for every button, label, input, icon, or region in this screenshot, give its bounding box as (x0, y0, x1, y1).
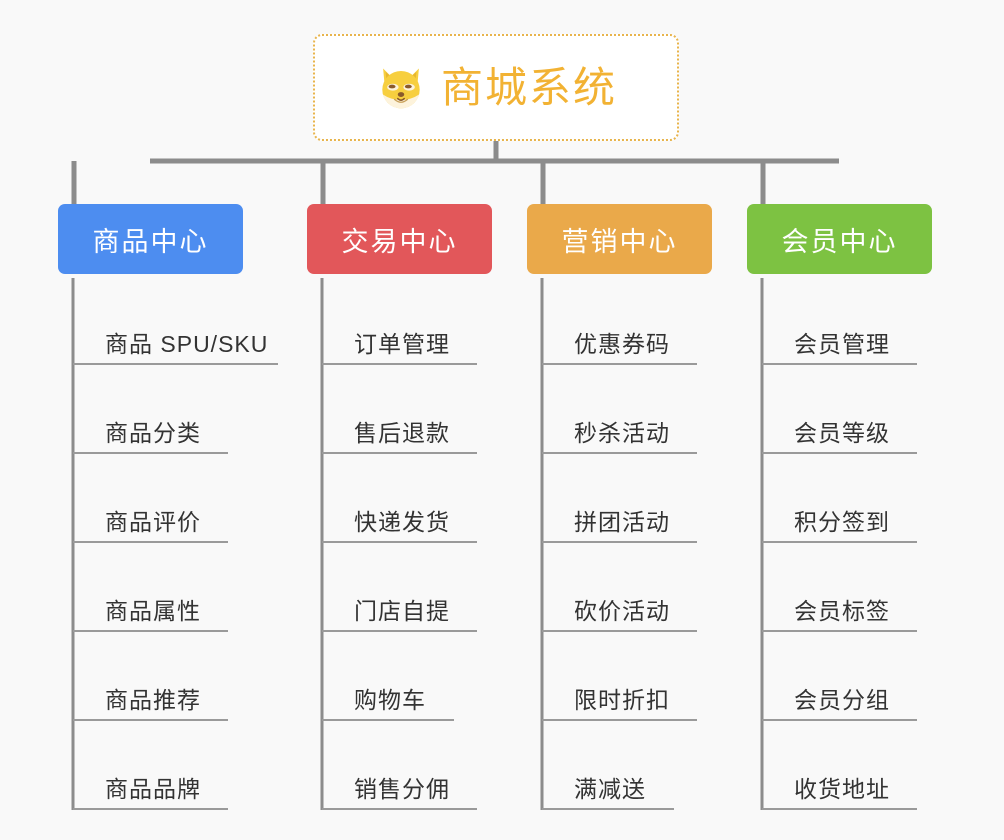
root-node-shop-system[interactable]: 商城系统 (313, 34, 679, 141)
sub-item-product-center-2[interactable]: 商品分类 (73, 408, 228, 454)
sub-item-label: 商品推荐 (105, 687, 201, 713)
sub-item-trade-center-6[interactable]: 销售分佣 (322, 764, 477, 810)
sub-item-member-center-3[interactable]: 积分签到 (762, 497, 917, 543)
sub-item-label: 拼团活动 (574, 509, 670, 535)
sub-item-member-center-4[interactable]: 会员标签 (762, 586, 917, 632)
shiba-dog-emoji-icon (382, 68, 420, 110)
sub-item-label: 售后退款 (354, 420, 450, 446)
sub-item-label: 商品评价 (105, 509, 201, 535)
category-header-label: 营销中心 (561, 226, 678, 257)
sub-item-member-center-2[interactable]: 会员等级 (762, 408, 917, 454)
sub-item-trade-center-5[interactable]: 购物车 (322, 675, 454, 721)
sub-item-product-center-5[interactable]: 商品推荐 (73, 675, 228, 721)
sub-item-marketing-center-2[interactable]: 秒杀活动 (542, 408, 697, 454)
category-header-label: 交易中心 (341, 226, 458, 257)
sub-item-label: 购物车 (354, 687, 426, 713)
sub-item-label: 满减送 (574, 776, 646, 802)
sub-item-label: 积分签到 (794, 509, 890, 535)
category-header-label: 商品中心 (92, 226, 209, 257)
sub-item-label: 会员分组 (794, 687, 890, 713)
sub-item-label: 优惠券码 (574, 331, 670, 357)
sub-item-label: 会员管理 (794, 331, 890, 357)
sub-item-label: 商品品牌 (105, 776, 201, 802)
sub-item-marketing-center-4[interactable]: 砍价活动 (542, 586, 697, 632)
category-header-product-center[interactable]: 商品中心 (58, 204, 243, 274)
sub-item-label: 限时折扣 (574, 687, 670, 713)
sub-item-label: 会员标签 (794, 598, 890, 624)
sub-item-label: 订单管理 (354, 331, 450, 357)
category-header-marketing-center[interactable]: 营销中心 (527, 204, 712, 274)
sub-item-member-center-5[interactable]: 会员分组 (762, 675, 917, 721)
sub-item-trade-center-2[interactable]: 售后退款 (322, 408, 477, 454)
sub-item-label: 秒杀活动 (574, 420, 670, 446)
sub-item-label: 商品属性 (105, 598, 201, 624)
root-title: 商城系统 (440, 63, 617, 111)
sub-item-member-center-6[interactable]: 收货地址 (762, 764, 917, 810)
sub-item-label: 会员等级 (794, 420, 890, 446)
sub-item-trade-center-4[interactable]: 门店自提 (322, 586, 477, 632)
sub-item-trade-center-3[interactable]: 快递发货 (322, 497, 477, 543)
category-header-member-center[interactable]: 会员中心 (747, 204, 932, 274)
sub-item-label: 销售分佣 (354, 776, 450, 802)
sub-item-trade-center-1[interactable]: 订单管理 (322, 319, 477, 365)
category-header-trade-center[interactable]: 交易中心 (307, 204, 492, 274)
sub-item-member-center-1[interactable]: 会员管理 (762, 319, 917, 365)
sub-item-label: 门店自提 (354, 598, 450, 624)
sub-item-label: 收货地址 (794, 776, 890, 802)
sub-item-label: 商品分类 (105, 420, 201, 446)
sub-item-product-center-3[interactable]: 商品评价 (73, 497, 228, 543)
sub-item-product-center-1[interactable]: 商品 SPU/SKU (73, 319, 278, 365)
sub-item-label: 商品 SPU/SKU (105, 331, 269, 357)
sub-item-label: 快递发货 (354, 509, 450, 535)
sub-item-marketing-center-6[interactable]: 满减送 (542, 764, 674, 810)
sub-item-product-center-6[interactable]: 商品品牌 (73, 764, 228, 810)
sub-item-product-center-4[interactable]: 商品属性 (73, 586, 228, 632)
sub-item-label: 砍价活动 (574, 598, 670, 624)
sub-item-marketing-center-3[interactable]: 拼团活动 (542, 497, 697, 543)
sub-item-marketing-center-5[interactable]: 限时折扣 (542, 675, 697, 721)
sub-item-marketing-center-1[interactable]: 优惠券码 (542, 319, 697, 365)
category-header-label: 会员中心 (781, 226, 898, 257)
